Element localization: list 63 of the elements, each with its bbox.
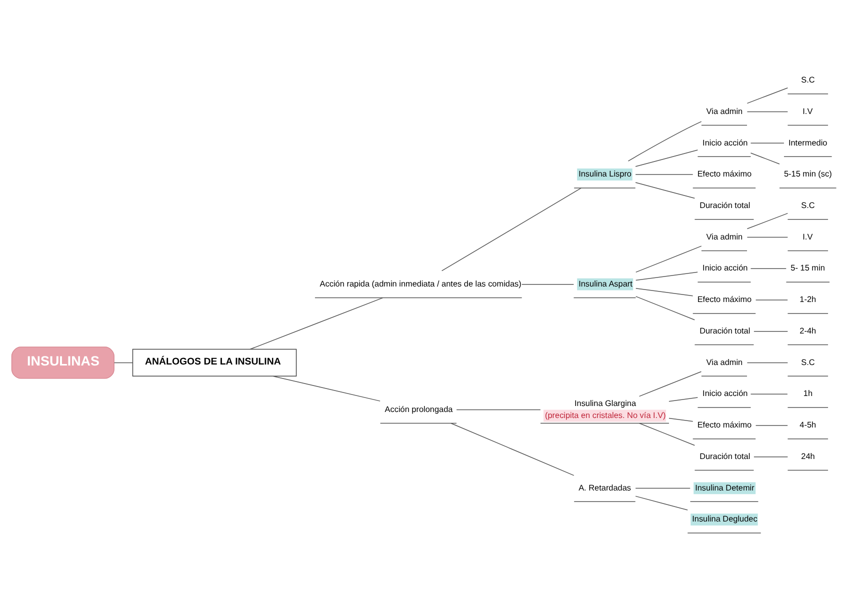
node-text: Efecto máximo [697,169,752,178]
node-text: 2-4h [800,326,816,335]
connector [635,149,698,166]
connector [456,408,541,410]
node-box: INSULINAS [11,346,114,378]
node-text: 24h [801,451,815,460]
node-text: Efecto máximo [697,420,752,430]
connector [635,495,688,510]
node-text: 4-5h [800,420,816,430]
connector [754,330,788,332]
connector [272,375,380,401]
node-text: Via admin [706,106,743,116]
node-text: Acción rapida (admin inmediata / antes de las comidas) [320,278,522,288]
connector [114,362,134,363]
connector [746,110,788,112]
node-text: Duración total [700,451,750,460]
node-text: Efecto máximo [697,294,752,304]
connector [521,283,574,284]
node-label: Insulina Glargina [574,398,636,408]
node-text: 5- 15 min [790,263,825,272]
connector [750,393,788,394]
connector [746,86,788,104]
node-text: Acción prolongada [384,404,453,414]
node-text: 5-15 min (sc) [784,169,832,178]
node-text: S.C [801,75,815,84]
connector [628,120,702,161]
node-text: Duración total [700,200,750,210]
node-text: Inicio acción [702,388,748,398]
connector [636,287,694,296]
node-box: ANÁLOGOS DE LA INSULINA [132,348,297,376]
connector [636,245,702,272]
connector [638,370,702,396]
node-text: A. Retardadas [578,482,632,492]
connector [746,212,788,229]
connector [250,297,383,350]
node-text: 1-2h [800,294,816,304]
connector [668,417,694,422]
connector [636,271,698,280]
node-text: I.V [802,106,813,116]
node-text: Via admin [706,357,743,366]
connector [750,142,784,144]
node-text: S.C [801,200,815,210]
connector [746,362,788,363]
connector [450,422,574,476]
node-text: I.V [802,232,813,241]
node-text: Via admin [706,232,743,241]
connector [638,422,696,446]
node-text: S.C [801,357,815,366]
node-text: Inicio acción [702,263,748,272]
connector [668,396,698,402]
connector [750,152,780,164]
connector [635,487,690,488]
node-text: Intermedio [788,138,828,147]
connector [754,456,788,457]
node-text: Inicio acción [702,138,748,147]
node-text: 1h [803,388,813,398]
node-text: Duración total [700,326,750,335]
connector [636,296,695,320]
connector [755,424,788,426]
connector [746,236,788,238]
connector [635,182,696,198]
connector [441,187,582,271]
connector [755,299,788,300]
